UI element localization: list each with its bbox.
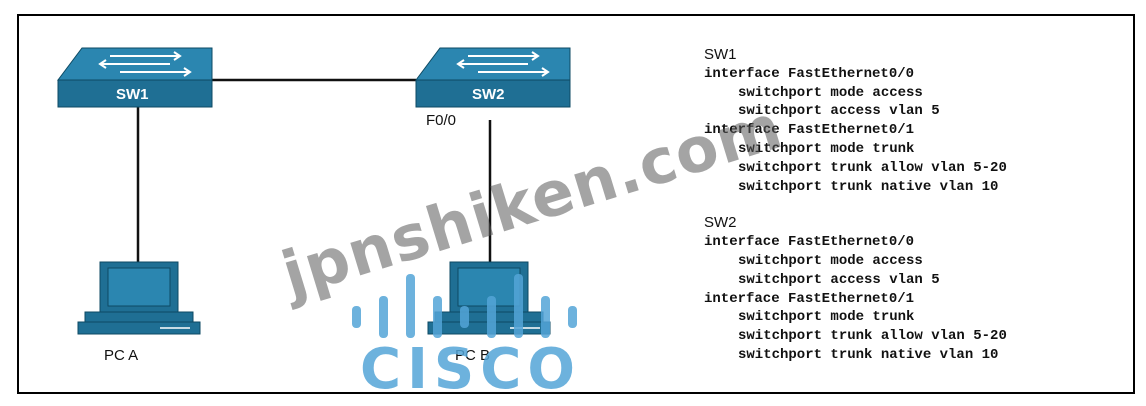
pc-b-label: PC B [455, 347, 491, 364]
config-block: SW1 interface FastEthernet0/0 switchport… [704, 46, 1007, 365]
config-sw2-title: SW2 [704, 214, 737, 232]
config-sw1-title: SW1 [704, 46, 737, 63]
cisco-logo-bars-icon [352, 274, 577, 338]
pc-a-icon [77, 261, 201, 335]
config-line: interface FastEthernet0/0 [704, 234, 915, 251]
config-line: switchport access vlan 5 [738, 271, 940, 288]
config-line: switchport trunk native vlan 10 [738, 178, 999, 195]
sw2-label: SW2 [472, 86, 505, 103]
config-line: switchport access vlan 5 [738, 103, 940, 120]
config-line: switchport trunk allow vlan 5-20 [738, 328, 1007, 345]
config-line: switchport mode access [738, 252, 923, 269]
config-line: interface FastEthernet0/1 [704, 290, 915, 307]
config-line: switchport mode trunk [738, 140, 915, 157]
config-line: switchport mode trunk [738, 309, 915, 326]
sw2-port-label: F0/0 [426, 112, 457, 129]
switch-sw1 [57, 47, 213, 108]
sw1-label: SW1 [116, 86, 149, 103]
switch-sw2 [415, 47, 571, 108]
config-line: switchport mode access [738, 84, 923, 101]
config-line: interface FastEthernet0/0 [704, 65, 915, 82]
switch-arrows-icon [98, 51, 192, 77]
config-line: switchport trunk native vlan 10 [738, 346, 999, 363]
pc-a-label: PC A [104, 347, 139, 364]
cisco-logo-text: CISCO [360, 337, 581, 402]
config-line: switchport trunk allow vlan 5-20 [738, 159, 1007, 176]
switch-arrows-icon [456, 51, 550, 77]
config-line: interface FastEthernet0/1 [704, 122, 915, 139]
